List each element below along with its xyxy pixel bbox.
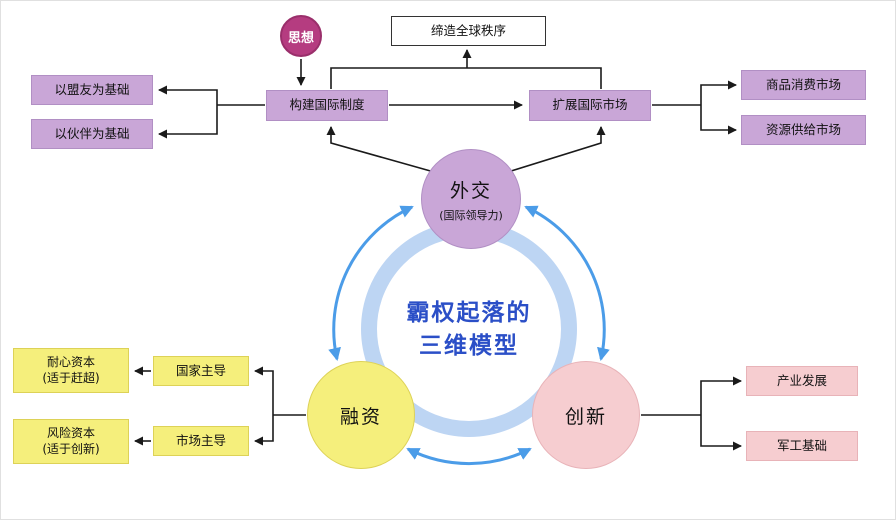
box-expand-markets: 扩展国际市场 <box>529 90 651 121</box>
box-venture-capital-line1: 风险资本 <box>46 425 95 440</box>
arrow-to-partner-basis <box>158 105 218 139</box>
node-idea-label: 思想 <box>287 30 314 46</box>
box-patient-capital-line1: 耐心资本 <box>46 354 95 369</box>
arrow-to-state-led <box>254 366 274 415</box>
diagram-title-line2: 三维模型 <box>419 333 519 360</box>
arrow-diplomacy-to-institutions <box>326 126 435 173</box>
node-diplomacy-label: 外交 <box>449 179 492 202</box>
arrow-to-goods-market <box>700 80 737 105</box>
arrow-to-market-led <box>254 415 274 446</box>
node-diplomacy-sublabel: (国际领导力) <box>439 208 503 222</box>
box-patient-capital-line2: (适于赶超) <box>42 370 100 385</box>
cycle-arrow-diplomacy-financing <box>328 205 414 361</box>
arrow-to-resource-market <box>700 105 737 135</box>
arrow-diplomacy-to-markets <box>507 126 606 173</box>
box-patient-capital: 耐心资本 (适于赶超) <box>13 348 129 393</box>
box-venture-capital-line2: (适于创新) <box>42 441 100 456</box>
box-venture-capital: 风险资本 (适于创新) <box>13 419 129 464</box>
box-goods-market: 商品消费市场 <box>741 70 866 100</box>
box-state-led: 国家主导 <box>153 356 249 386</box>
box-build-institutions: 构建国际制度 <box>266 90 388 121</box>
box-resource-market: 资源供给市场 <box>741 115 866 145</box>
node-financing-label: 融资 <box>339 405 382 428</box>
box-market-led: 市场主导 <box>153 426 249 456</box>
box-partner-basis: 以伙伴为基础 <box>31 119 153 149</box>
node-diplomacy: 外交 (国际领导力) <box>421 149 521 249</box>
node-financing: 融资 <box>307 361 415 469</box>
box-military-base: 军工基础 <box>746 431 858 461</box>
box-ally-basis: 以盟友为基础 <box>31 75 153 105</box>
arrow-to-industry-dev <box>700 376 742 415</box>
diagram-title: 霸权起落的 三维模型 <box>357 297 581 364</box>
box-industry-dev: 产业发展 <box>746 366 858 396</box>
diagram-title-line1: 霸权起落的 <box>406 300 532 326</box>
node-innovation-label: 创新 <box>564 405 607 428</box>
arrow-to-military-base <box>700 415 742 451</box>
bracket-to-global-order <box>330 67 602 89</box>
node-innovation: 创新 <box>532 361 640 469</box>
node-idea: 思想 <box>280 15 322 57</box>
arrow-to-ally-basis <box>158 85 218 105</box>
cycle-arrow-diplomacy-innovation <box>524 205 610 361</box>
box-global-order: 缔造全球秩序 <box>391 16 546 46</box>
cycle-arrow-financing-innovation <box>406 447 532 466</box>
